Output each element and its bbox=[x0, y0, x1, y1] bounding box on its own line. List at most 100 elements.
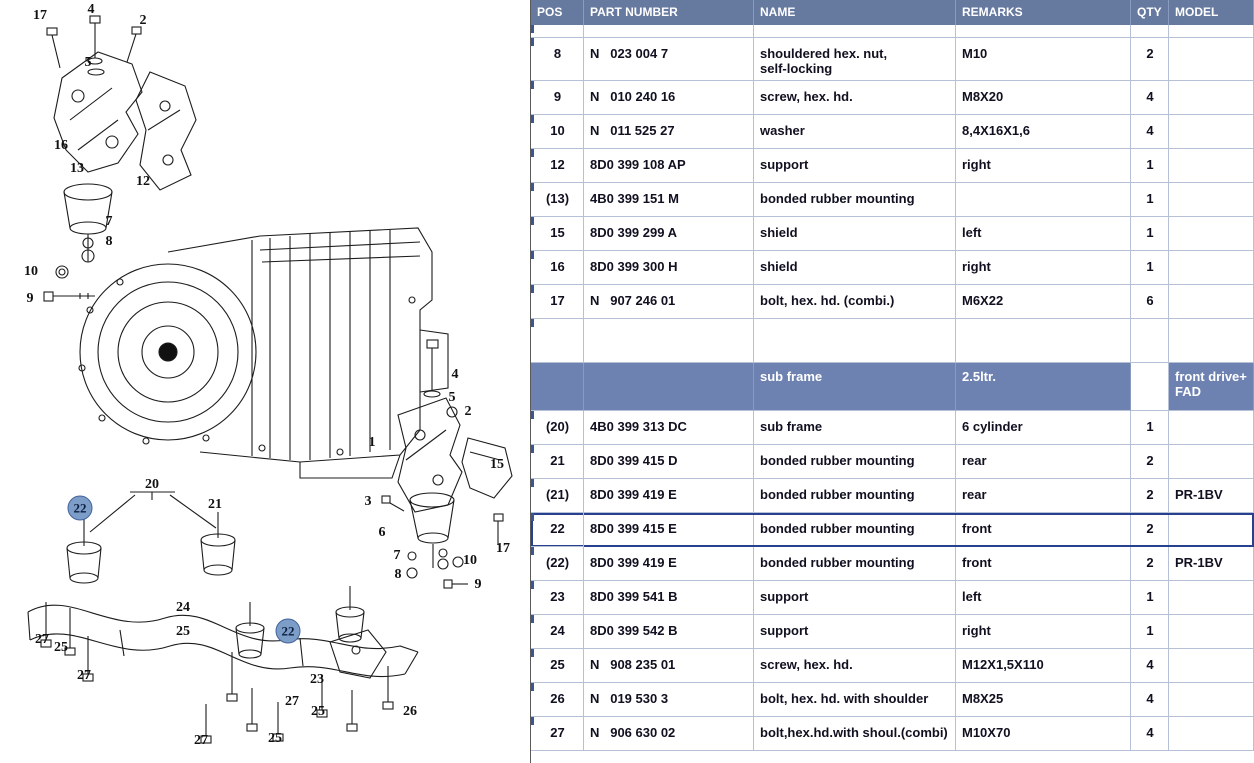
cell-remarks: left bbox=[956, 581, 1131, 615]
cell-qty: 1 bbox=[1131, 251, 1169, 285]
callout[interactable]: 26 bbox=[403, 704, 417, 719]
cell-part: 8D0 399 300 H bbox=[584, 251, 754, 285]
callout[interactable]: 4 bbox=[87, 2, 95, 17]
cell-qty: 1 bbox=[1131, 217, 1169, 251]
callout[interactable]: 3 bbox=[364, 494, 372, 509]
callout[interactable]: 25 bbox=[311, 704, 325, 719]
callout[interactable]: 21 bbox=[208, 497, 222, 512]
callout[interactable]: 2 bbox=[139, 13, 147, 28]
cell-remarks: M10 bbox=[956, 38, 1131, 81]
column-header-pos: POS bbox=[531, 0, 584, 25]
callout[interactable]: 25 bbox=[176, 624, 190, 639]
cell-qty: 6 bbox=[1131, 285, 1169, 319]
cell-remarks: 6 cylinder bbox=[956, 411, 1131, 445]
cell-name: sub frame bbox=[754, 363, 956, 411]
callout[interactable]: 4 bbox=[451, 367, 459, 382]
callout[interactable]: 27 bbox=[77, 668, 91, 683]
callout[interactable]: 24 bbox=[176, 600, 190, 615]
callout[interactable]: 5 bbox=[448, 390, 456, 405]
cell-name: washer bbox=[754, 115, 956, 149]
callout[interactable]: 25 bbox=[54, 640, 68, 655]
callout[interactable]: 7 bbox=[393, 548, 401, 563]
callout[interactable]: 27 bbox=[194, 733, 208, 748]
column-header-qty: QTY bbox=[1131, 0, 1169, 25]
transmission-mounting-diagram bbox=[27, 15, 513, 744]
cell-part: 8D0 399 415 D bbox=[584, 445, 754, 479]
cell-pos: 17 bbox=[531, 285, 584, 319]
callout[interactable]: 9 bbox=[26, 291, 34, 306]
spacer-row bbox=[531, 25, 1254, 38]
cell-part: 8D0 399 108 AP bbox=[584, 149, 754, 183]
cell-qty: 2 bbox=[1131, 547, 1169, 581]
callout-highlighted[interactable]: 22 bbox=[67, 495, 93, 521]
callout[interactable]: 10 bbox=[24, 264, 38, 279]
cell-qty: 4 bbox=[1131, 649, 1169, 683]
callout[interactable]: 5 bbox=[84, 55, 92, 70]
callout[interactable]: 10 bbox=[463, 553, 477, 568]
cell-remarks: rear bbox=[956, 445, 1131, 479]
cell-remarks: M8X25 bbox=[956, 683, 1131, 717]
callout[interactable]: 17 bbox=[33, 8, 47, 23]
callout[interactable]: 1 bbox=[368, 435, 376, 450]
cell-qty: 1 bbox=[1131, 411, 1169, 445]
cell-remarks: M6X22 bbox=[956, 285, 1131, 319]
callout[interactable]: 13 bbox=[70, 161, 84, 176]
cell-pos: 16 bbox=[531, 251, 584, 285]
cell-remarks: M8X20 bbox=[956, 81, 1131, 115]
callout[interactable]: 8 bbox=[105, 234, 113, 249]
callout[interactable]: 8 bbox=[394, 567, 402, 582]
callout[interactable]: 25 bbox=[268, 731, 282, 746]
callout[interactable]: 23 bbox=[310, 672, 324, 687]
cell-remarks: left bbox=[956, 217, 1131, 251]
cell-model bbox=[1169, 445, 1254, 479]
cell-name bbox=[754, 319, 956, 363]
column-header-model: MODEL bbox=[1169, 0, 1254, 25]
cell-part: 8D0 399 541 B bbox=[584, 581, 754, 615]
callout[interactable]: 12 bbox=[136, 174, 150, 189]
cell-name: bolt, hex. hd. (combi.) bbox=[754, 285, 956, 319]
cell-remarks: 8,4X16X1,6 bbox=[956, 115, 1131, 149]
callout[interactable]: 6 bbox=[378, 525, 386, 540]
cell-model: PR-1BV bbox=[1169, 547, 1254, 581]
callout[interactable]: 17 bbox=[496, 541, 510, 556]
cell-pos bbox=[531, 25, 584, 38]
cell-model bbox=[1169, 649, 1254, 683]
callout[interactable]: 7 bbox=[105, 214, 113, 229]
cell-remarks: right bbox=[956, 615, 1131, 649]
cell-pos: 15 bbox=[531, 217, 584, 251]
callout[interactable]: 2 bbox=[464, 404, 472, 419]
callout[interactable]: 16 bbox=[54, 138, 68, 153]
cell-part bbox=[584, 319, 754, 363]
callout[interactable]: 27 bbox=[285, 694, 299, 709]
cell-model bbox=[1169, 115, 1254, 149]
callout[interactable]: 15 bbox=[490, 457, 504, 472]
callout[interactable]: 27 bbox=[35, 632, 49, 647]
callout[interactable]: 20 bbox=[145, 477, 159, 492]
cell-qty bbox=[1131, 363, 1169, 411]
cell-name: shield bbox=[754, 217, 956, 251]
cell-qty: 4 bbox=[1131, 717, 1169, 751]
cell-name: sub frame bbox=[754, 411, 956, 445]
cell-name: bolt, hex. hd. with shoulder bbox=[754, 683, 956, 717]
cell-qty: 1 bbox=[1131, 615, 1169, 649]
callout[interactable]: 9 bbox=[474, 577, 482, 592]
callout-highlighted[interactable]: 22 bbox=[275, 618, 301, 644]
